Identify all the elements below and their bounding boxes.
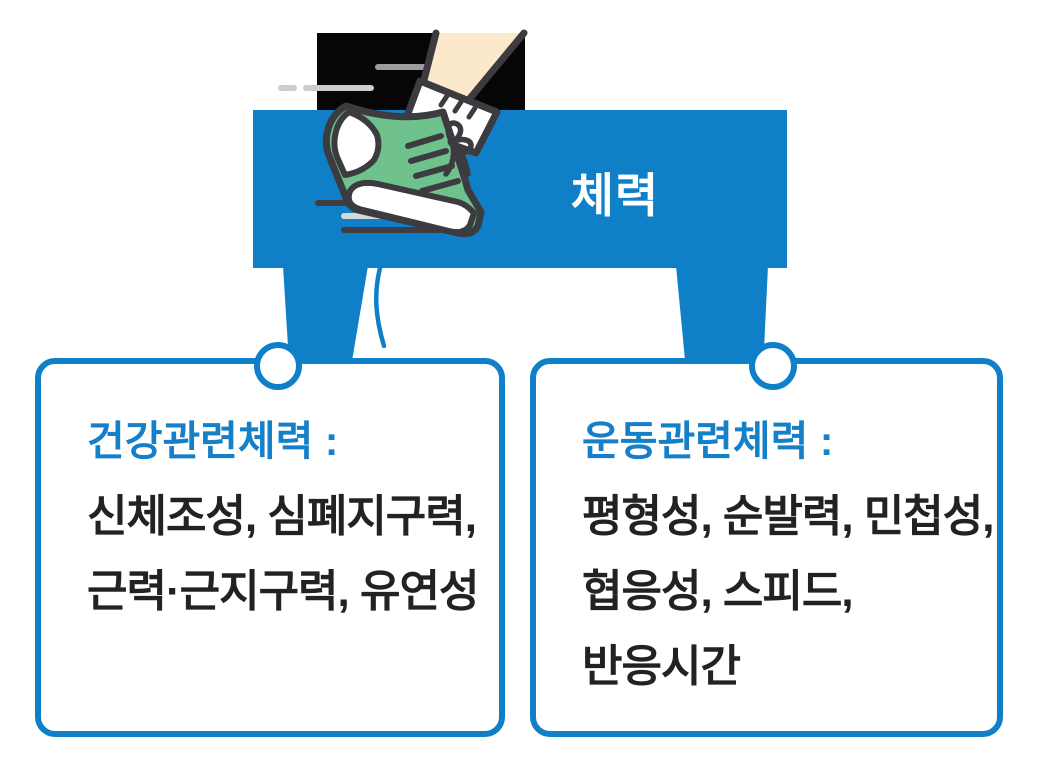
card-health-fitness: 건강관련체력 : 신체조성, 심폐지구력, 근력·근지구력, 유연성	[35, 358, 505, 737]
running-shoe-icon	[278, 29, 528, 238]
card-content: 건강관련체력 : 신체조성, 심폐지구력, 근력·근지구력, 유연성	[41, 364, 499, 629]
swoosh-line-icon	[373, 266, 387, 348]
lace-knot	[447, 137, 457, 147]
connector-left	[283, 266, 368, 362]
card-motor-fitness: 운동관련체력 : 평형성, 순발력, 민첩성, 협응성, 스피드, 반응시간	[530, 358, 1003, 737]
laces	[405, 133, 461, 194]
connector-right	[676, 266, 768, 362]
sock-ticks	[438, 93, 478, 120]
heel-patch	[331, 109, 382, 178]
pin-circle-left	[254, 342, 302, 390]
card-line: 근력·근지구력, 유연성	[87, 567, 479, 616]
leg-outline	[419, 29, 528, 112]
card-line: 반응시간	[582, 642, 741, 691]
sole-shape	[345, 179, 477, 236]
card-line: 평형성, 순발력, 민첩성,	[582, 492, 994, 541]
card-line: 신체조성, 심폐지구력,	[87, 492, 477, 541]
card-title: 건강관련체력 :	[87, 418, 339, 464]
card-content: 운동관련체력 : 평형성, 순발력, 민첩성, 협응성, 스피드, 반응시간	[536, 364, 997, 704]
pin-circle-right	[749, 342, 797, 390]
banner-title: 체력	[570, 168, 660, 222]
card-line: 협응성, 스피드,	[582, 567, 854, 616]
card-title: 운동관련체력 :	[582, 418, 834, 464]
